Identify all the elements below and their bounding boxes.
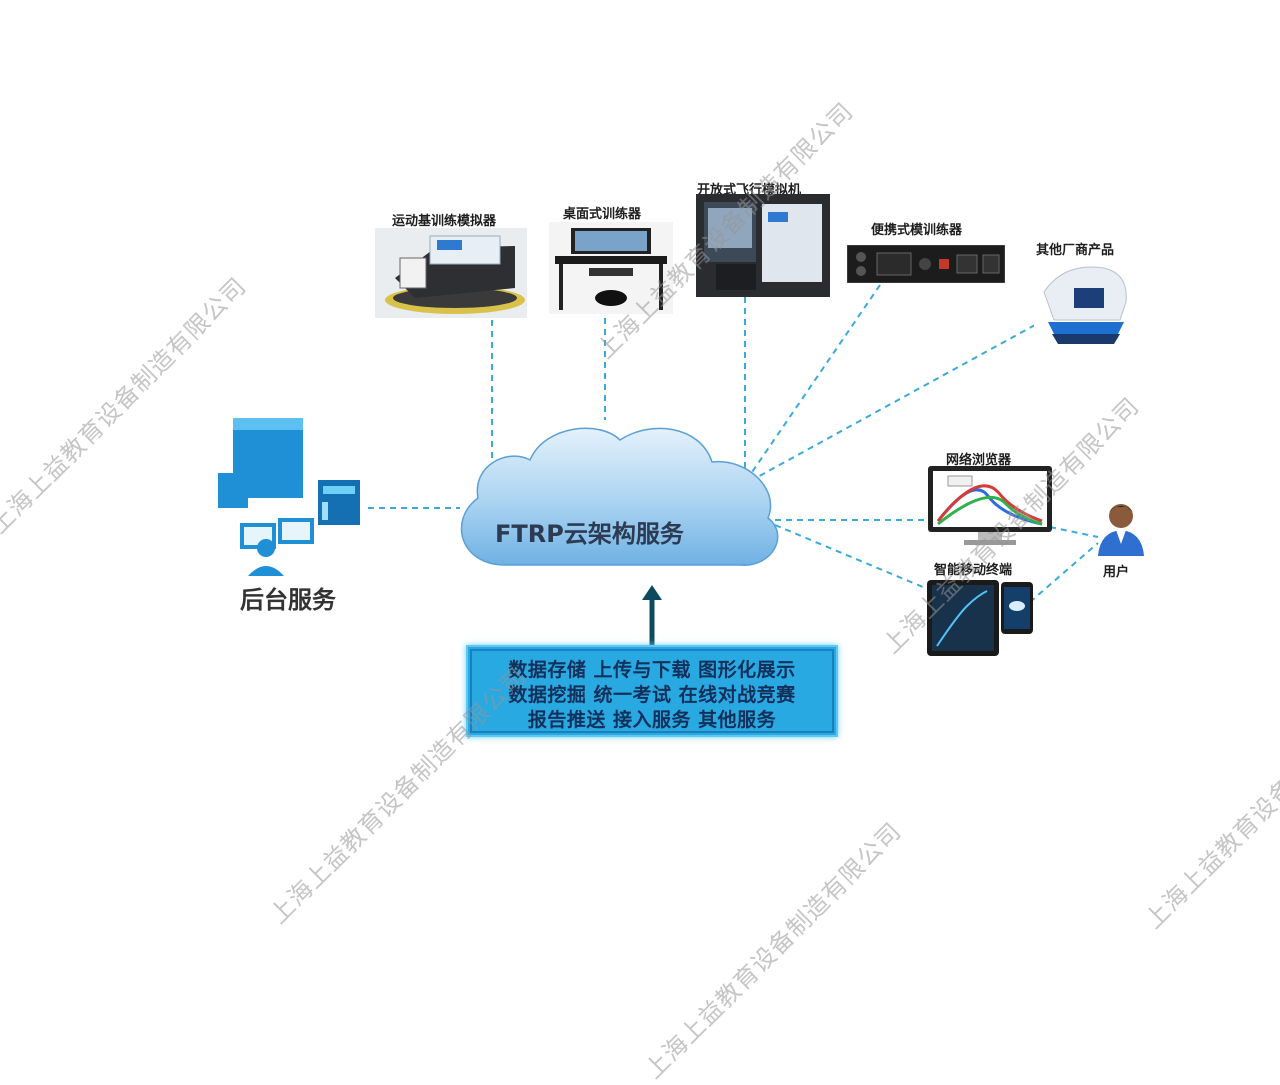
link-mobile: [774, 524, 931, 591]
desktop-trainer-image: [549, 222, 673, 314]
cloud-shape: [460, 427, 779, 566]
link-portable: [747, 284, 881, 479]
user-icon: [1098, 504, 1144, 556]
client-label-mobile: 智能移动终端: [934, 563, 1013, 578]
link-user-browser: [1049, 526, 1099, 538]
link-other: [751, 324, 1036, 481]
services-line-3: 报告推送 接入服务 其他服务: [527, 709, 777, 731]
motion-simulator-image: [375, 228, 527, 318]
browser-monitor-image: [928, 466, 1052, 546]
device-label-portable: 便携式模训练器: [871, 223, 963, 238]
client-label-browser: 网络浏览器: [946, 453, 1012, 468]
cloud-label: FTRP云架构服务: [495, 520, 684, 548]
server-icon: [218, 418, 360, 576]
mobile-devices-image: [927, 576, 1035, 656]
connection-diagram: [368, 284, 1099, 646]
client-label-user: 用户: [1103, 565, 1130, 580]
open-simulator-image: [696, 194, 830, 297]
link-user-mobile: [1029, 542, 1099, 603]
device-label-desktop: 桌面式训练器: [563, 207, 642, 222]
portable-trainer-image: [847, 245, 1005, 283]
services-box: 数据存储 上传与下载 图形化展示 数据挖掘 统一考试 在线对战竞赛 报告推送 接…: [466, 645, 838, 737]
other-vendor-image: [1034, 262, 1134, 346]
device-label-other: 其他厂商产品: [1036, 243, 1115, 258]
device-label-motion: 运动基训练模拟器: [392, 214, 497, 229]
backend-label: 后台服务: [240, 586, 336, 614]
dashed-links: [368, 284, 1099, 603]
arrow-head: [642, 585, 662, 600]
services-line-1: 数据存储 上传与下载 图形化展示: [508, 659, 796, 681]
services-line-2: 数据挖掘 统一考试 在线对战竞赛: [508, 684, 796, 706]
